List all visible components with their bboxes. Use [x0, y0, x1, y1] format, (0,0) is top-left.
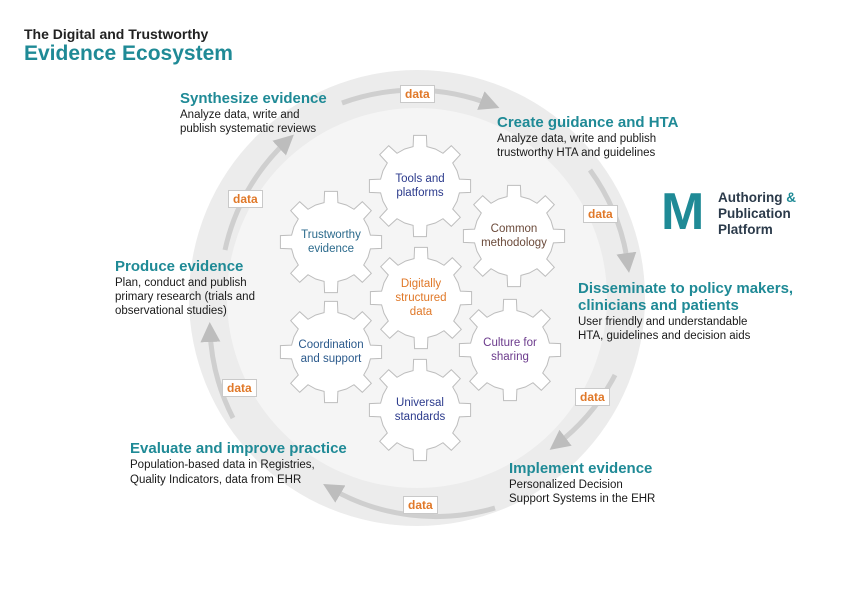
- gear-standards-line-2: standards: [394, 411, 446, 423]
- step-disseminate-body-2: HTA, guidelines and decision aids: [578, 330, 751, 342]
- gear-tools-line-1: Tools and: [395, 173, 445, 185]
- gear-standards-line-1: Universal: [396, 397, 444, 409]
- gear-coordination-line-1: Coordination: [298, 339, 364, 351]
- step-produce-body-1: Plan, conduct and publish: [115, 277, 247, 289]
- step-disseminate-body-1: User friendly and understandable: [578, 316, 748, 328]
- cycle-arrow-3: [549, 373, 618, 450]
- brand-line-1: Authoring &: [718, 190, 796, 206]
- step-disseminate-heading-1: Disseminate to policy makers,: [578, 280, 794, 297]
- gear-coordination-shape: [279, 300, 383, 404]
- brand-line-3: Platform: [718, 222, 773, 237]
- data-tag-right-upper: data: [583, 205, 618, 223]
- cycle-arrow-4: [323, 483, 496, 520]
- step-evaluate-body-2: Quality Indicators, data from EHR: [130, 474, 302, 486]
- brand-ampersand: &: [786, 190, 796, 205]
- step-guidance-body-1: Analyze data, write and publish: [497, 133, 657, 145]
- gear-label-coordination: Coordination and support: [298, 338, 363, 366]
- step-synthesize-heading: Synthesize evidence: [180, 90, 327, 107]
- brand-logo-letter: M: [661, 183, 705, 241]
- gear-label-digital: Digitally structured data: [395, 277, 446, 319]
- step-guidance-body-2: trustworthy HTA and guidelines: [497, 147, 656, 159]
- step-disseminate-heading-2: clinicians and patients: [578, 297, 739, 314]
- step-guidance-heading: Create guidance and HTA: [497, 114, 679, 131]
- gear-trustworthy-line-1: Trustworthy: [301, 229, 361, 241]
- gear-methodology-shape: [462, 184, 566, 288]
- cycle-arrow-5: [200, 322, 236, 420]
- gear-digital-line-2: structured: [395, 292, 447, 304]
- data-tag-top: data: [400, 85, 435, 103]
- gear-label-methodology: Common methodology: [481, 222, 547, 250]
- step-implement-body-1: Personalized Decision: [509, 479, 623, 491]
- data-tag-bottom: data: [403, 496, 438, 514]
- brand-name: Authoring & Publication Platform: [718, 190, 796, 238]
- gear-tools-shape: [368, 134, 472, 238]
- gear-tools-line-2: platforms: [396, 187, 444, 199]
- step-produce-body-2: primary research (trials and: [115, 291, 255, 303]
- brand-line-2: Publication: [718, 206, 791, 221]
- step-produce-body-3: observational studies): [115, 305, 227, 317]
- step-synthesize-body-2: publish systematic reviews: [180, 123, 317, 135]
- step-implement-heading: Implement evidence: [509, 460, 653, 477]
- gears-layer: [279, 134, 566, 462]
- gear-label-trustworthy: Trustworthy evidence: [301, 228, 361, 256]
- gear-standards-shape: [368, 358, 472, 462]
- gear-methodology-line-2: methodology: [481, 237, 547, 249]
- data-tag-left-upper: data: [228, 190, 263, 208]
- data-tag-left-lower: data: [222, 379, 257, 397]
- step-evaluate-heading: Evaluate and improve practice: [130, 440, 347, 457]
- title-line-1: The Digital and Trustworthy: [24, 26, 209, 42]
- brand-word-authoring: Authoring: [718, 190, 783, 205]
- gear-digital-line-3: data: [409, 306, 433, 318]
- step-synthesize-body-1: Analyze data, write and: [180, 109, 300, 121]
- gear-trustworthy-line-2: evidence: [307, 243, 355, 255]
- gear-culture-line-1: Culture for: [483, 337, 537, 349]
- step-produce-heading: Produce evidence: [115, 258, 244, 275]
- gear-digital-shape: [369, 246, 473, 350]
- step-evaluate-body-1: Population-based data in Registries,: [130, 459, 315, 471]
- gear-coordination-line-2: and support: [300, 353, 362, 365]
- gear-trustworthy-shape: [279, 190, 383, 294]
- step-implement-body-2: Support Systems in the EHR: [509, 493, 656, 505]
- gear-label-culture: Culture for sharing: [483, 336, 537, 364]
- title-line-2: Evidence Ecosystem: [24, 42, 233, 65]
- gear-digital-line-1: Digitally: [400, 278, 442, 290]
- data-tag-right-lower: data: [575, 388, 610, 406]
- gear-label-tools: Tools and platforms: [395, 172, 444, 200]
- gear-label-standards: Universal standards: [395, 396, 446, 424]
- gear-culture-line-2: sharing: [491, 351, 529, 363]
- gear-culture-shape: [458, 298, 562, 402]
- gear-methodology-line-1: Common: [490, 223, 538, 235]
